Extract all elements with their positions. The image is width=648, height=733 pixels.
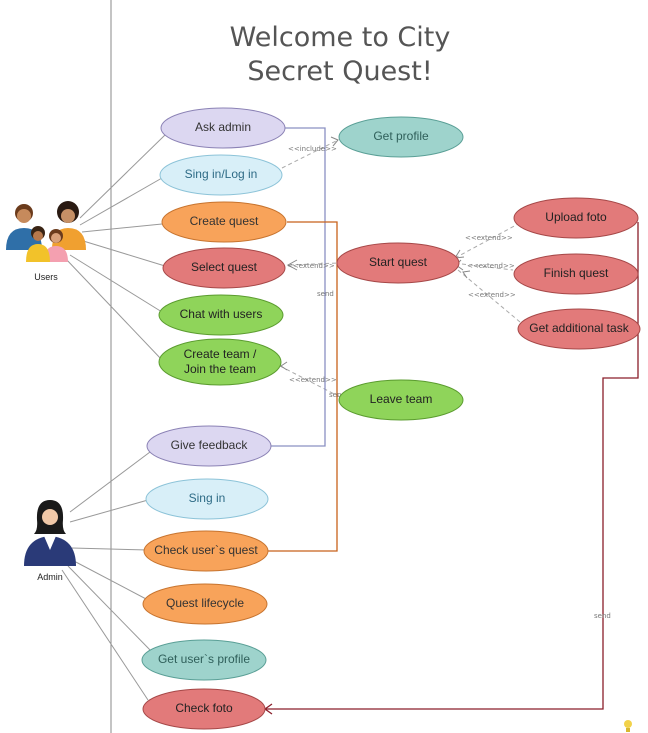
use-case-check-users-quest: Check user`s quest [143,530,269,572]
extend-label-upload: <<extend>> [465,234,513,242]
extend-label-select: <<extend>> [287,262,335,270]
create-quest-send-line [268,221,338,552]
admin-actor-label: Admin [37,572,63,582]
admin-actor-icon [24,500,76,566]
start-quest-label: Start quest [369,255,428,269]
use-case-get-additional-task: Get additional task [517,308,641,350]
users-associations [64,134,166,361]
use-case-give-feedback: Give feedback [146,425,272,467]
use-case-create-quest: Create quest [161,201,287,243]
extend-label-finish: <<extend>> [467,262,515,270]
send-label-quest: send [317,290,334,298]
upload-foto-label: Upload foto [545,210,607,224]
extend-label-additional: <<extend>> [468,291,516,299]
use-case-leave-team: Leave team [338,379,464,421]
sign-in-label: Sing in [189,491,226,505]
check-foto-label: Check foto [175,701,233,715]
page-title-line2: Secret Quest! [247,56,433,87]
use-case-sign-in-login: Sing in/Log in [159,154,283,196]
sign-in-login-label: Sing in/Log in [185,167,258,181]
finish-quest-label: Finish quest [544,266,609,280]
create-team-label-line1: Create team / [184,347,257,361]
ask-admin-label: Ask admin [195,120,251,134]
use-case-finish-quest: Finish quest [513,253,639,295]
use-case-start-quest: Start quest [336,242,460,284]
send-label-feedback: send [329,391,346,399]
users-actor-icon [6,201,86,262]
give-feedback-label: Give feedback [171,438,249,452]
chat-with-users-label: Chat with users [180,307,263,321]
users-actor-label: Users [34,272,58,282]
use-case-chat-with-users: Chat with users [158,294,284,336]
decorative-lightbulb-icon [624,720,632,732]
get-profile-label: Get profile [373,129,429,143]
use-case-get-profile: Get profile [338,116,464,158]
use-case-select-quest: Select quest [162,247,286,289]
use-case-sign-in: Sing in [145,478,269,520]
quest-lifecycle-label: Quest lifecycle [166,596,244,610]
use-case-quest-lifecycle: Quest lifecycle [142,583,268,625]
use-case-create-join-team: Create team / Join the team [158,338,282,386]
use-case-get-users-profile: Get user`s profile [141,639,267,681]
select-quest-label: Select quest [191,260,258,274]
page-title-line1: Welcome to City [229,22,451,53]
get-users-profile-label: Get user`s profile [158,652,250,666]
get-additional-task-label: Get additional task [529,321,629,335]
dashed-relations [279,139,521,399]
create-team-label-line2: Join the team [184,362,256,376]
use-case-ask-admin: Ask admin [160,107,286,149]
create-quest-label: Create quest [190,214,259,228]
include-label: <<include>> [288,145,337,153]
extend-label-team: <<extend>> [289,376,337,384]
use-case-upload-foto: Upload foto [513,197,639,239]
check-users-quest-label: Check user`s quest [154,543,258,557]
feedback-send-line [271,127,326,447]
leave-team-label: Leave team [370,392,433,406]
admin-associations [61,451,153,701]
use-case-check-foto: Check foto [142,688,266,730]
send-label-foto: send [594,612,611,620]
